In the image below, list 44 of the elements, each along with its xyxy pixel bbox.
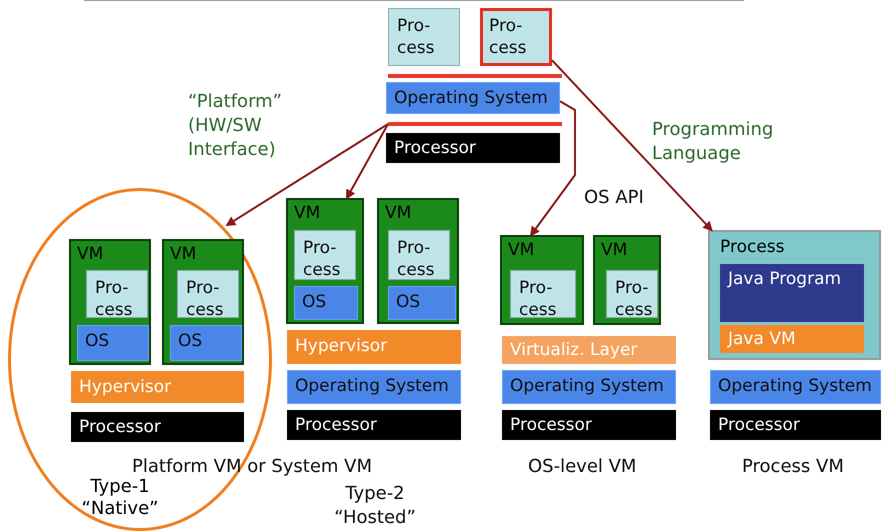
processor-box: Processor bbox=[287, 410, 461, 440]
vm-box: VM Pro- cess bbox=[593, 235, 661, 325]
process-vm-box: Process Java Program Java VM bbox=[708, 230, 881, 360]
java-program-box: Java Program bbox=[720, 264, 864, 322]
process-box: Pro- cess bbox=[606, 270, 658, 318]
process-box: Pro- cess bbox=[480, 8, 552, 66]
os-box: OS bbox=[77, 325, 149, 361]
hypervisor-box: Hypervisor bbox=[71, 371, 244, 403]
arrow bbox=[225, 123, 389, 226]
vm-box: VM Pro- cess OS bbox=[286, 198, 364, 324]
os-api-label: OS API bbox=[584, 186, 645, 210]
hypervisor-box: Hypervisor bbox=[287, 330, 461, 364]
vm-box: VM Pro- cess bbox=[500, 235, 584, 325]
vm-box: VM Pro- cess OS bbox=[377, 198, 459, 324]
vm-box: VM Pro- cess OS bbox=[69, 239, 151, 365]
process-box: Pro- cess bbox=[388, 230, 450, 280]
category-caption: Process VM bbox=[742, 455, 845, 479]
processor-box: Processor bbox=[710, 410, 881, 440]
arrow bbox=[551, 60, 713, 232]
category-caption: OS-level VM bbox=[528, 455, 638, 479]
os-box: OS bbox=[388, 286, 456, 320]
processor-box: Processor bbox=[71, 412, 244, 442]
os-box: Operating System bbox=[502, 370, 676, 404]
java-vm-box: Java VM bbox=[720, 325, 864, 353]
os-box: OS bbox=[170, 325, 242, 361]
platform-label: “Platform” (HW/SW Interface) bbox=[188, 90, 284, 162]
process-box: Pro- cess bbox=[294, 230, 356, 280]
process-box: Pro- cess bbox=[86, 270, 148, 318]
vm-box: VM Pro- cess OS bbox=[162, 239, 244, 365]
process-box: Pro- cess bbox=[510, 270, 576, 318]
process-box: Pro- cess bbox=[388, 8, 460, 66]
processor-box: Processor bbox=[502, 410, 676, 440]
arrow bbox=[346, 124, 389, 200]
type-caption: Type-2 “Hosted” bbox=[333, 482, 417, 530]
os-box: Operating System bbox=[287, 370, 461, 404]
category-caption: Platform VM or System VM bbox=[132, 455, 374, 478]
os-box: Operating System bbox=[710, 370, 881, 404]
process-box: Pro- cess bbox=[177, 270, 239, 318]
processor-box: Processor bbox=[386, 133, 560, 163]
arrow bbox=[530, 100, 576, 237]
programming-language-label: Programming Language bbox=[652, 118, 774, 166]
os-box: OS bbox=[294, 286, 358, 320]
virtualization-layer-box: Virtualiz. Layer bbox=[502, 336, 676, 364]
os-box: Operating System bbox=[386, 82, 560, 114]
